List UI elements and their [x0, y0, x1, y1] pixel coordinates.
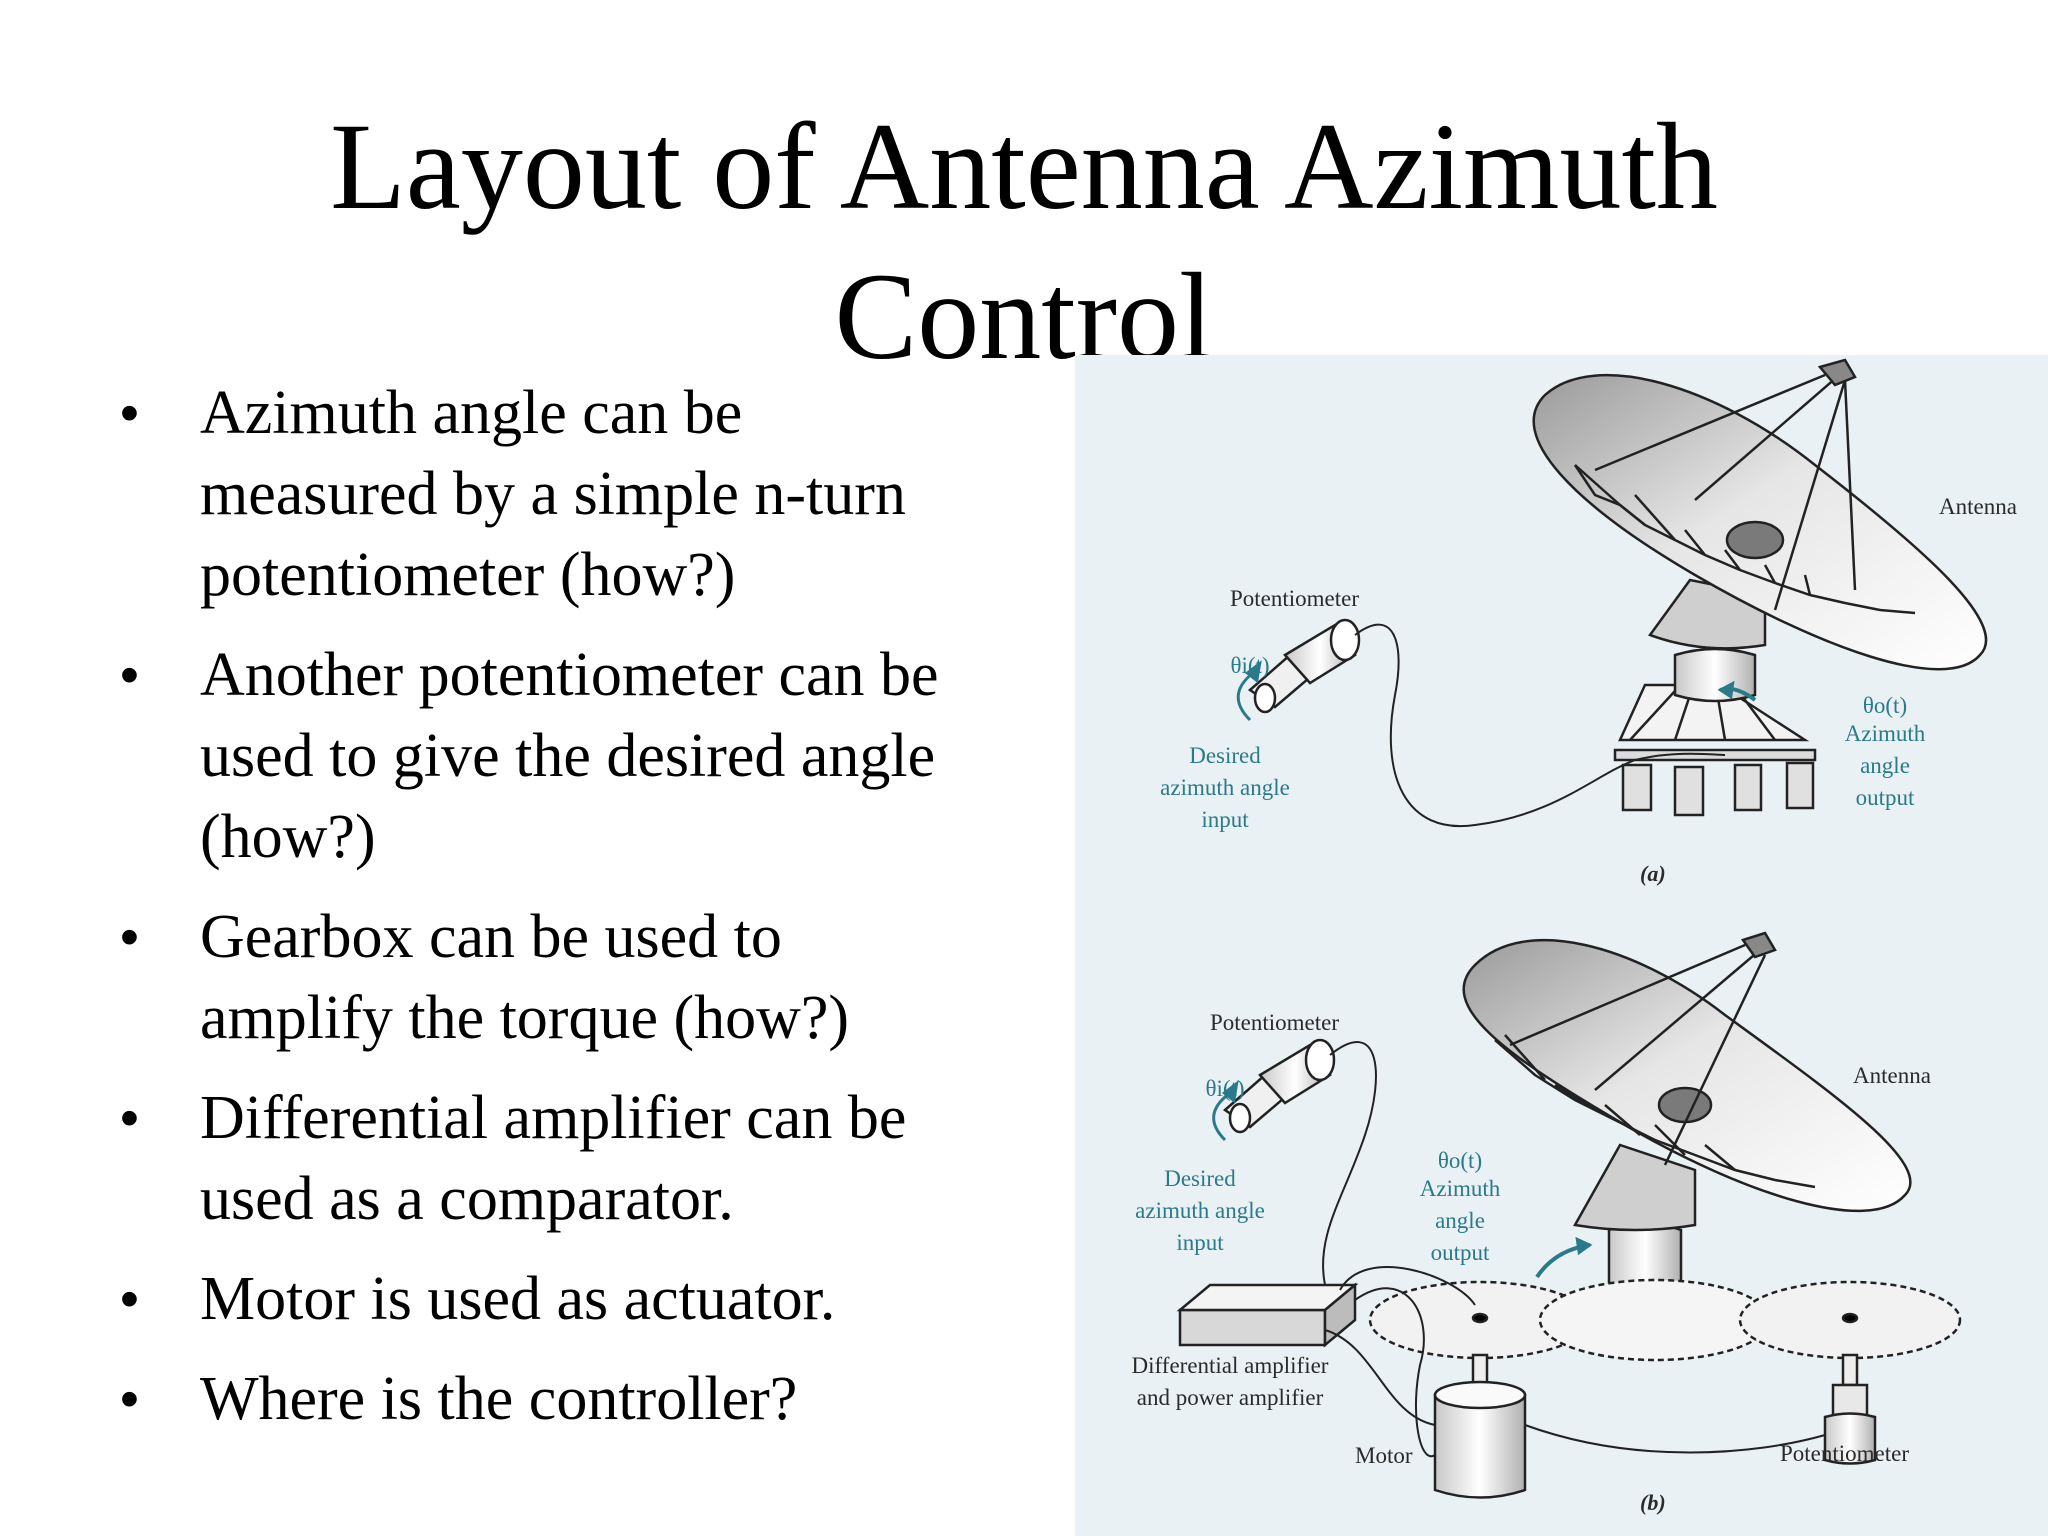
- label-output-b: Azimuth angle output: [1410, 1173, 1510, 1269]
- bullet-marker: •: [120, 383, 139, 443]
- label-amplifier: Differential amplifier and power amplifi…: [1115, 1350, 1345, 1414]
- bullet-item: • Azimuth angle can be measured by a sim…: [120, 373, 1040, 616]
- label-desired-line: azimuth angle: [1135, 1198, 1265, 1223]
- label-motor: Motor: [1355, 1443, 1413, 1468]
- bullet-text: Motor is used as actuator.: [200, 1265, 836, 1333]
- label-output-line: output: [1430, 1240, 1490, 1265]
- label-theta-o-a: θo(t): [1862, 693, 1908, 718]
- label-theta-i-b: θi(t): [1205, 1076, 1245, 1101]
- label-potentiometer-b-bottom: Potentiometer: [1780, 1441, 1910, 1466]
- label-output-line: Azimuth: [1844, 721, 1926, 746]
- label-desired-line: azimuth angle: [1160, 775, 1290, 800]
- bullet-marker: •: [120, 1088, 139, 1148]
- bullet-text: Gearbox can be used to: [200, 903, 782, 971]
- bullet-text: used to give the desired angle: [200, 722, 936, 790]
- label-output-line: Azimuth: [1419, 1176, 1501, 1201]
- bullet-text: amplify the torque (how?): [200, 984, 850, 1052]
- bullet-text: measured by a simple n-turn: [200, 460, 906, 528]
- bullet-marker: •: [120, 645, 139, 705]
- bullet-marker: •: [120, 907, 139, 967]
- bullet-text: potentiometer (how?): [200, 541, 736, 609]
- label-output-a: Azimuth angle output: [1835, 718, 1935, 814]
- label-potentiometer-a: Potentiometer: [1230, 586, 1360, 611]
- bullet-list: • Azimuth angle can be measured by a sim…: [120, 373, 1040, 1440]
- bullet-text: Another potentiometer can be: [200, 641, 939, 709]
- bullet-item: • Where is the controller?: [120, 1359, 1040, 1440]
- antenna-figure: Antenna Potentiometer θi(t) Desired azim…: [1075, 355, 2048, 1536]
- label-potentiometer-b-top: Potentiometer: [1210, 1010, 1340, 1035]
- label-desired-line: Desired: [1189, 743, 1261, 768]
- caption-b: (b): [1640, 1490, 1666, 1515]
- bullet-text: used as a comparator.: [200, 1165, 734, 1233]
- bullet-text: (how?): [200, 803, 376, 871]
- label-output-line: angle: [1435, 1208, 1485, 1233]
- label-output-line: output: [1855, 785, 1915, 810]
- bullet-item: • Gearbox can be used to amplify the tor…: [120, 897, 1040, 1059]
- label-desired-input-b: Desired azimuth angle input: [1125, 1163, 1275, 1259]
- title-line-1: Layout of Antenna Azimuth: [330, 98, 1718, 235]
- label-amp-line: and power amplifier: [1136, 1385, 1324, 1410]
- slide-title: Layout of Antenna Azimuth Control: [0, 92, 2048, 392]
- bullet-item: • Motor is used as actuator.: [120, 1259, 1040, 1340]
- bullet-item: • Another potentiometer can be used to g…: [120, 635, 1040, 878]
- label-desired-line: input: [1176, 1230, 1224, 1255]
- label-desired-input-a: Desired azimuth angle input: [1150, 740, 1300, 836]
- bullet-text: Where is the controller?: [200, 1365, 798, 1433]
- antenna-b: [1176, 931, 1962, 1499]
- label-theta-i-a: θi(t): [1230, 653, 1270, 678]
- bullet-text: Azimuth angle can be: [200, 379, 743, 447]
- label-antenna-b: Antenna: [1853, 1063, 1931, 1088]
- bullet-marker: •: [120, 1369, 139, 1429]
- caption-a: (a): [1640, 861, 1666, 886]
- label-theta-o-b: θo(t): [1437, 1148, 1483, 1173]
- antenna-a: [1236, 358, 1988, 828]
- bullet-item: • Differential amplifier can be used as …: [120, 1078, 1040, 1240]
- bullet-marker: •: [120, 1269, 139, 1329]
- label-output-line: angle: [1860, 753, 1910, 778]
- label-amp-line: Differential amplifier: [1131, 1353, 1329, 1378]
- bullet-text: Differential amplifier can be: [200, 1084, 907, 1152]
- antenna-diagram: [1176, 358, 1988, 1499]
- label-antenna-a: Antenna: [1939, 494, 2017, 519]
- label-desired-line: input: [1201, 807, 1249, 832]
- label-desired-line: Desired: [1164, 1166, 1236, 1191]
